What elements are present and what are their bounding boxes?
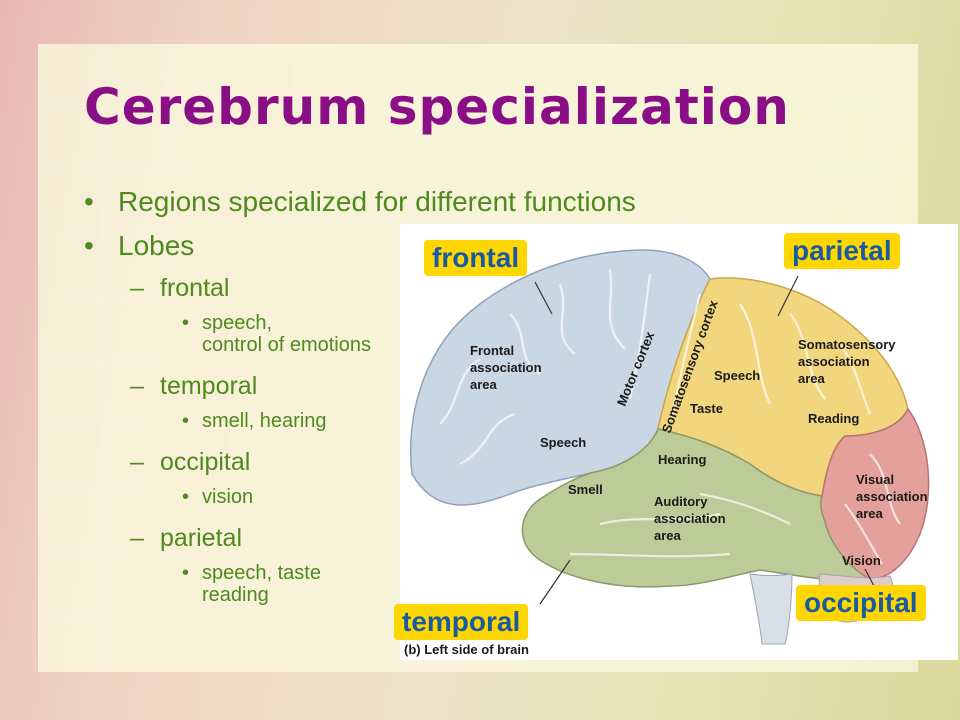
brain-diagram: Frontal association area Motor cortex So…	[404, 249, 931, 657]
label-auditory-association: Auditory association area	[654, 494, 729, 543]
bullet-regions: • Regions specialized for different funct…	[84, 180, 636, 224]
dash-marker: –	[130, 274, 144, 302]
label-line: Auditory	[654, 494, 708, 509]
label-taste: Taste	[690, 401, 723, 416]
frontal-pointer-line	[534, 281, 553, 315]
sub-bullet-marker: •	[182, 562, 190, 584]
label-line: Somatosensory	[798, 337, 896, 352]
label-line: Visual	[856, 472, 894, 487]
detail-line: reading	[202, 584, 269, 606]
label-reading: Reading	[808, 411, 859, 426]
slide-title: Cerebrum specialization	[84, 78, 790, 136]
brainstem-region	[749, 573, 793, 645]
lobe-detail: • smell, hearing	[84, 410, 636, 432]
dash-marker: –	[130, 448, 144, 476]
label-line: association	[654, 511, 726, 526]
label-somatosensory-association: Somatosensory association area	[798, 337, 899, 386]
label-line: area	[798, 371, 826, 386]
sub-bullet-marker: •	[182, 486, 190, 508]
detail-line: vision	[202, 486, 254, 508]
bullet-text: Lobes	[118, 230, 195, 261]
lobe-name: occipital	[160, 448, 251, 476]
temporal-pointer-line	[539, 559, 571, 605]
parietal-pointer-line	[777, 275, 799, 317]
tag-parietal: parietal	[784, 233, 900, 269]
label-visual-association: Visual association area	[856, 472, 931, 521]
detail-line: speech, taste	[202, 562, 321, 584]
gyri-texture	[439, 268, 901, 565]
lobe-name: parietal	[160, 524, 242, 552]
label-line: Frontal	[470, 343, 514, 358]
bullet-text: Regions specialized for different functi…	[118, 186, 636, 217]
label-speech-parietal: Speech	[714, 368, 760, 383]
lobe-detail: • vision	[84, 486, 636, 508]
tag-occipital: occipital	[796, 585, 926, 621]
lobe-name: temporal	[160, 372, 258, 400]
label-speech-frontal: Speech	[540, 435, 586, 450]
occipital-pointer-line	[864, 568, 875, 587]
label-line: area	[856, 506, 884, 521]
lobe-item-occipital: –occipital	[84, 442, 636, 482]
lobe-item-temporal: –temporal	[84, 366, 636, 406]
label-line: area	[470, 377, 498, 392]
lobe-detail: • speech,control of emotions	[84, 312, 636, 356]
bullet-lobes: • Lobes	[84, 224, 636, 268]
bullet-list: • Regions specialized for different funct…	[84, 180, 636, 616]
label-line: association	[798, 354, 870, 369]
bullet-marker: •	[84, 230, 94, 261]
lobe-item-frontal: –frontal	[84, 268, 636, 308]
detail-line: smell, hearing	[202, 410, 327, 432]
sub-bullet-marker: •	[182, 410, 190, 432]
label-line: association	[470, 360, 542, 375]
sub-bullet-marker: •	[182, 312, 190, 334]
label-smell: Smell	[568, 482, 603, 497]
tag-frontal: frontal	[424, 240, 528, 276]
dash-marker: –	[130, 372, 144, 400]
lobe-item-parietal: –parietal	[84, 518, 636, 558]
detail-line: control of emotions	[202, 334, 371, 356]
label-hearing: Hearing	[658, 452, 706, 467]
bullet-marker: •	[84, 186, 94, 217]
lobe-name: frontal	[160, 274, 230, 302]
dash-marker: –	[130, 524, 144, 552]
label-line: area	[654, 528, 682, 543]
label-frontal-association: Frontal association area	[470, 343, 545, 392]
tag-temporal: temporal	[394, 604, 529, 640]
label-line: association	[856, 489, 928, 504]
label-vision: Vision	[842, 553, 881, 568]
figure-caption: (b) Left side of brain	[404, 642, 529, 657]
detail-line: speech,	[202, 312, 273, 334]
